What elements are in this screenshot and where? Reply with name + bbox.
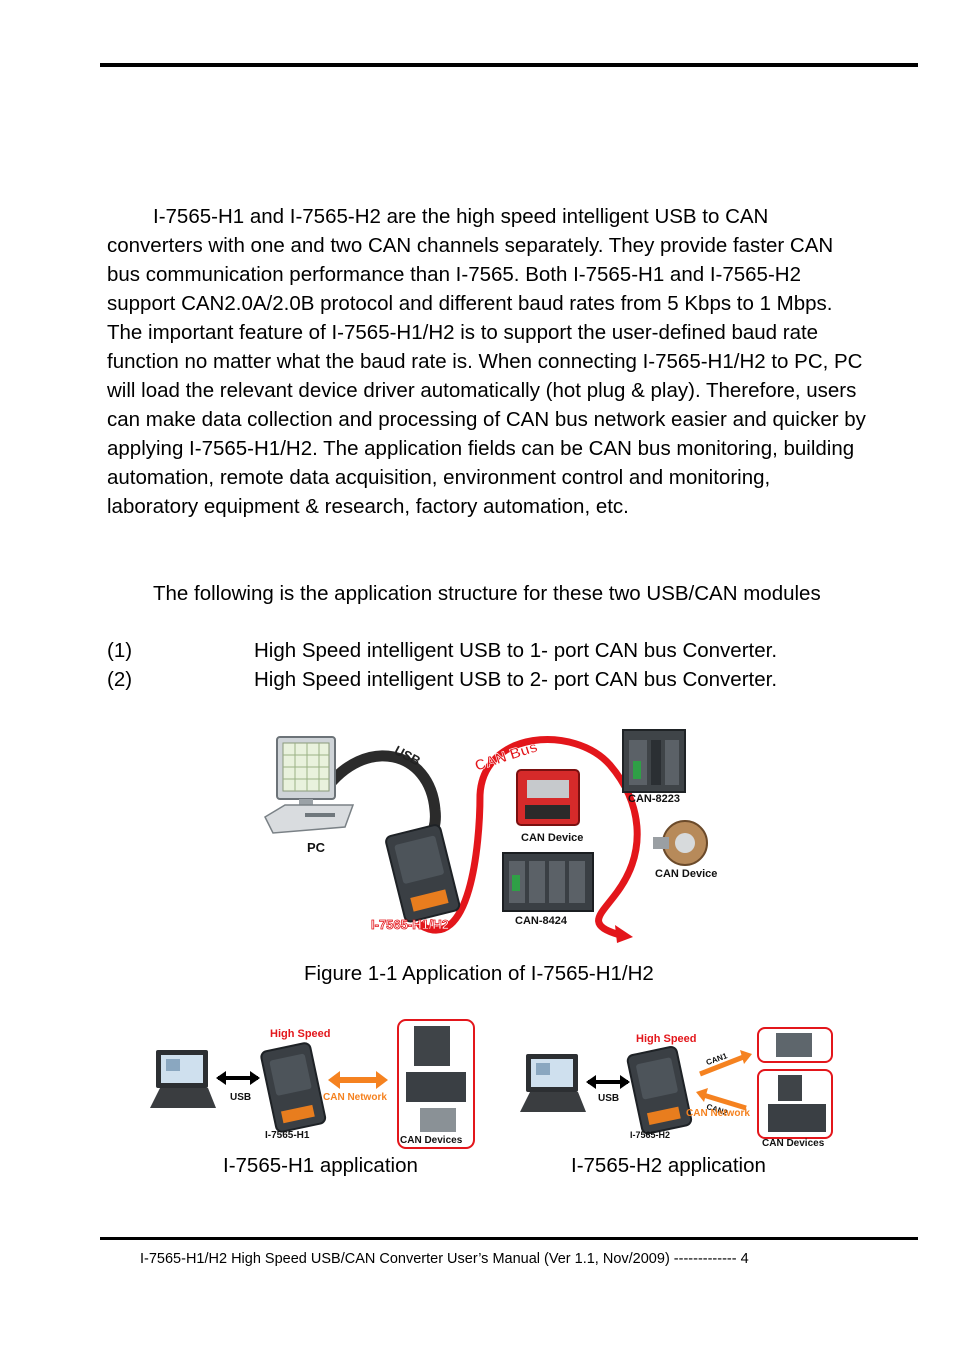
h1-high-speed-label: High Speed	[270, 1028, 331, 1040]
can-8424-icon	[502, 852, 594, 912]
list-item-2-number: (2)	[107, 668, 133, 691]
h2-high-speed-label: High Speed	[636, 1033, 697, 1045]
can1-arrow	[699, 1053, 747, 1077]
can-8223-label: CAN-8223	[628, 793, 680, 805]
can-8424-label: CAN-8424	[515, 915, 568, 927]
can-device-label-1: CAN Device	[521, 832, 583, 844]
h1-can-devices-label: CAN Devices	[400, 1135, 463, 1146]
h2-can-devices-label: CAN Devices	[762, 1138, 825, 1149]
figure-caption: Figure 1-1 Application of I-7565-H1/H2	[304, 962, 654, 985]
list-item-1-text: High Speed intelligent USB to 1- port CA…	[254, 639, 778, 662]
list-item-1-number: (1)	[107, 639, 133, 662]
h2-usb-label: USB	[598, 1093, 619, 1104]
h2-can-network-label: CAN Network	[686, 1108, 750, 1119]
structure-intro: The following is the application structu…	[153, 582, 821, 605]
laptop-icon	[520, 1054, 586, 1112]
h1-usb-label: USB	[230, 1092, 251, 1103]
h1-can-network-label: CAN Network	[323, 1092, 387, 1103]
intro-paragraph: I-7565-H1 and I-7565-H2 are the high spe…	[107, 205, 866, 518]
h1-model-label: I-7565-H1	[265, 1130, 310, 1141]
footer-rule	[100, 1237, 918, 1240]
application-diagram: USB CAN Bus PC I-7565-H1/H2 CAN-8223 CAN…	[264, 729, 717, 943]
can-device-label-2: CAN Device	[655, 868, 717, 880]
can-bus-arrowhead	[615, 925, 633, 943]
laptop-icon	[150, 1050, 216, 1108]
h1-caption: I-7565-H1 application	[223, 1154, 418, 1177]
can-device-red	[516, 769, 580, 826]
can2-arrow	[699, 1091, 747, 1111]
h2-module-icon	[626, 1045, 693, 1135]
h2-caption: I-7565-H2 application	[571, 1154, 766, 1177]
pc-icon	[264, 736, 355, 834]
converter-label: I-7565-H1/H2	[371, 917, 449, 932]
can-device-motor	[653, 820, 708, 866]
h2-application-diagram: High Speed USB CAN1 CAN2 CAN Network I-7…	[520, 1027, 833, 1149]
pc-label: PC	[307, 840, 326, 855]
h1-application-diagram: High Speed USB CAN Network I-7565-H1 CAN…	[150, 1019, 475, 1149]
can-bus-line	[416, 736, 641, 939]
converter-module	[385, 824, 461, 923]
can-8223-icon	[622, 729, 686, 793]
h2-model-label: I-7565-H2	[630, 1130, 670, 1140]
page-footer: I-7565-H1/H2 High Speed USB/CAN Converte…	[140, 1251, 749, 1267]
header-rule	[100, 63, 918, 67]
h1-module-icon	[260, 1042, 327, 1133]
list-item-2-text: High Speed intelligent USB to 2- port CA…	[254, 668, 778, 691]
